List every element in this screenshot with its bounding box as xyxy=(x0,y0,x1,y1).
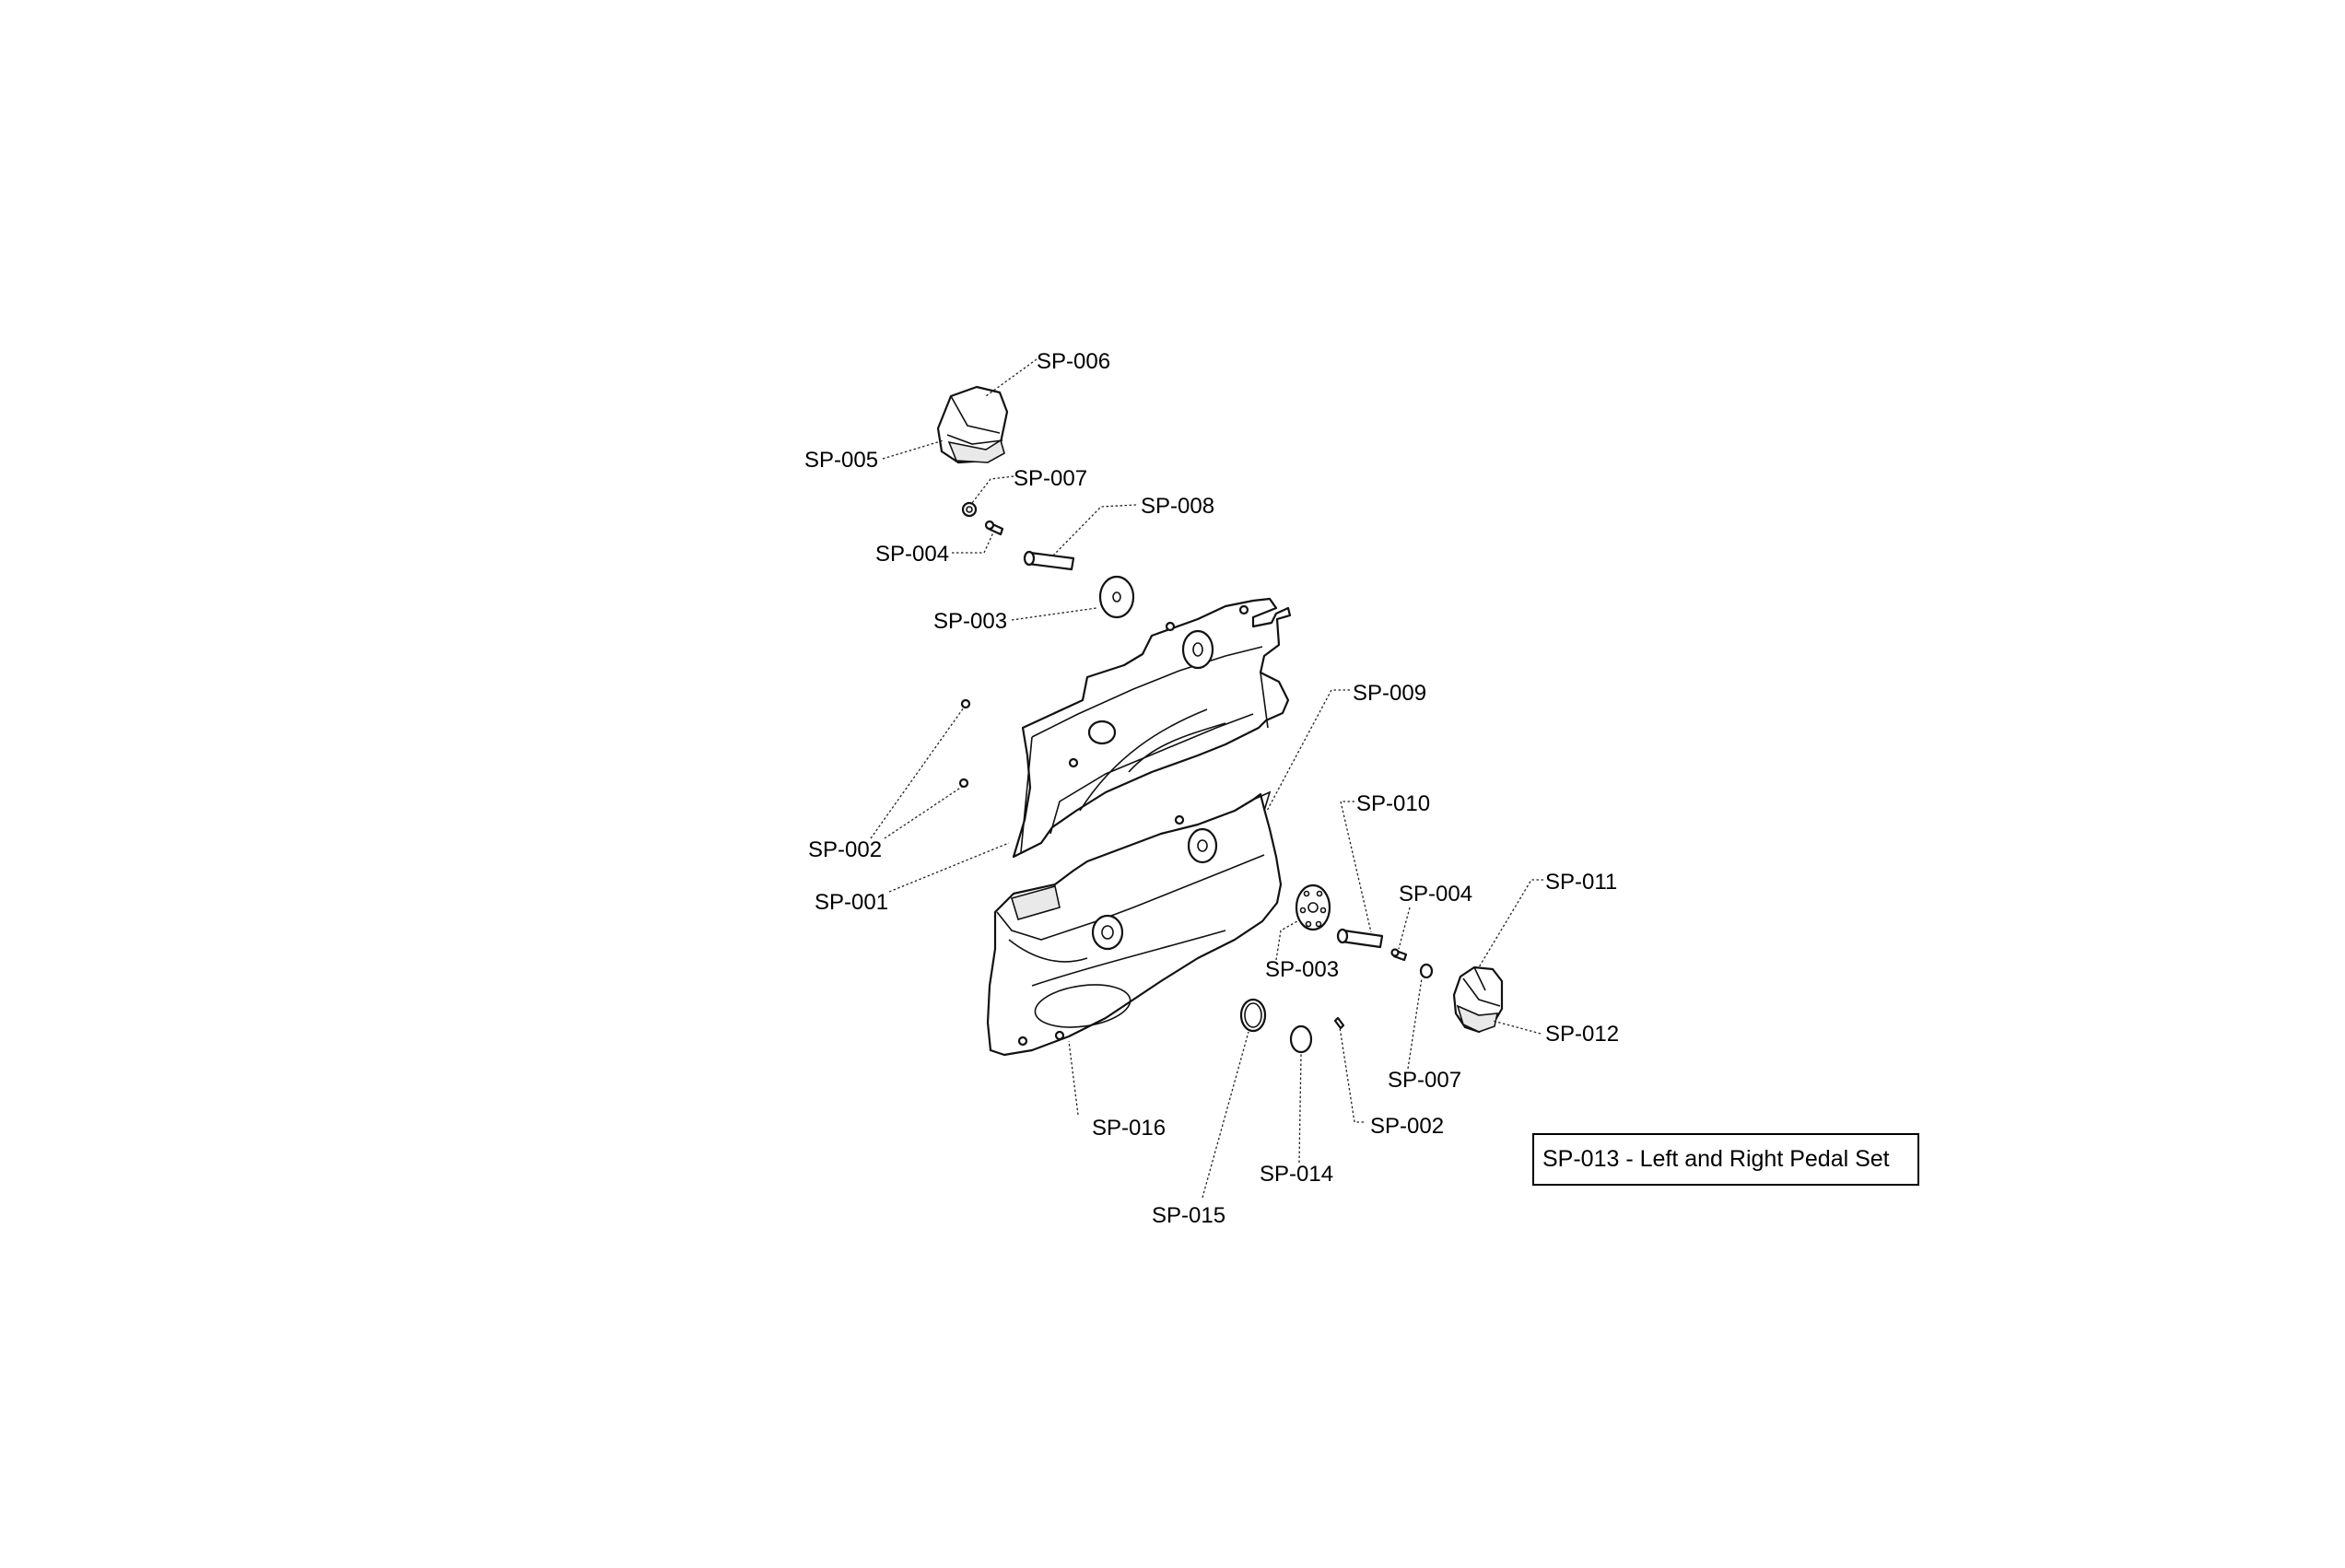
axle-right xyxy=(1336,928,1384,949)
label-sp-010: SP-010 xyxy=(1356,791,1430,816)
screw-bottom xyxy=(1333,1016,1345,1030)
label-sp-016: SP-016 xyxy=(1092,1116,1166,1141)
bolt-right xyxy=(1390,948,1408,962)
bolt-top xyxy=(984,520,1004,536)
label-sp-004-top: SP-004 xyxy=(875,542,949,567)
axle-top xyxy=(1023,550,1075,571)
flange-right xyxy=(1295,883,1331,931)
screws-left xyxy=(958,698,971,789)
label-sp-003-top: SP-003 xyxy=(933,609,1007,634)
label-sp-003-right: SP-003 xyxy=(1265,957,1339,982)
upper-cover-panel xyxy=(1012,597,1292,859)
left-pedal xyxy=(936,385,1009,464)
label-sp-007-right: SP-007 xyxy=(1388,1068,1461,1093)
disc xyxy=(1289,1024,1313,1054)
label-sp-007-top: SP-007 xyxy=(1014,466,1087,491)
label-sp-014: SP-014 xyxy=(1260,1162,1333,1187)
right-pedal xyxy=(1452,965,1504,1034)
label-sp-008: SP-008 xyxy=(1141,494,1214,519)
label-sp-015: SP-015 xyxy=(1152,1203,1225,1228)
nut-top xyxy=(961,501,978,518)
washer-top xyxy=(1098,575,1135,619)
label-sp-002-left: SP-002 xyxy=(808,837,882,862)
label-sp-004-right: SP-004 xyxy=(1399,882,1472,907)
label-sp-005: SP-005 xyxy=(804,448,878,473)
pedal-set-note: SP-013 - Left and Right Pedal Set xyxy=(1532,1133,1919,1186)
label-sp-001: SP-001 xyxy=(815,890,888,915)
nut-right xyxy=(1419,963,1434,979)
label-sp-012: SP-012 xyxy=(1545,1022,1619,1047)
label-sp-002-bottom: SP-002 xyxy=(1370,1114,1444,1139)
note-box xyxy=(1532,1133,1919,1186)
o-ring xyxy=(1239,998,1267,1033)
note-text: SP-013 - Left and Right Pedal Set xyxy=(1542,1146,1890,1172)
label-sp-006: SP-006 xyxy=(1037,349,1110,374)
leader-lines xyxy=(870,358,1543,1199)
callout-labels: SP-006 SP-005 SP-007 SP-008 SP-004 SP-00… xyxy=(804,349,1619,1228)
label-sp-009: SP-009 xyxy=(1353,681,1426,706)
label-sp-011: SP-011 xyxy=(1545,870,1617,895)
lower-cover-panel xyxy=(986,790,1283,1057)
